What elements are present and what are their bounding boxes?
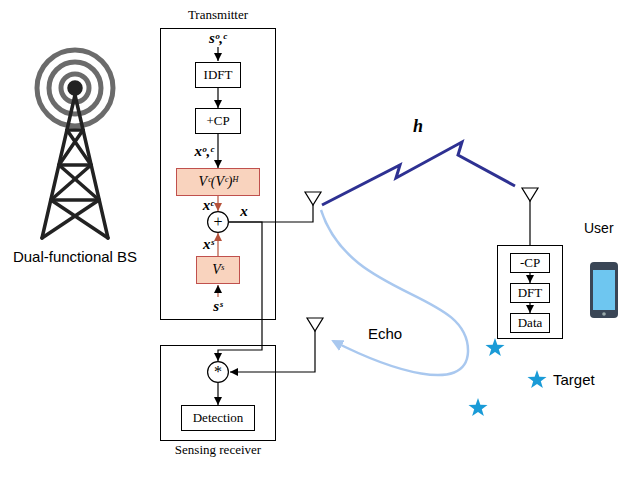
wave-ring <box>37 50 113 126</box>
connector-arrow <box>217 196 218 211</box>
correlator-circle: * <box>207 361 229 383</box>
connector-arrow <box>217 233 218 256</box>
target-star <box>485 338 504 356</box>
antenna-wire <box>529 201 530 245</box>
tower-brace <box>59 165 99 200</box>
signal-label: x <box>240 203 248 219</box>
phone-icon <box>590 262 618 318</box>
tower-brace <box>51 200 108 238</box>
wave-ring <box>49 62 101 114</box>
process-box: -CP <box>510 253 550 273</box>
connector-arrow <box>218 222 262 361</box>
tower-brace <box>59 130 83 165</box>
precoder-box: Vˢ <box>196 256 240 284</box>
connector-arrow <box>217 383 218 405</box>
antenna-symbol <box>305 192 321 205</box>
signal-label: sᵒ,ᶜ <box>209 30 227 46</box>
target-stars <box>468 338 546 416</box>
tower-symbol <box>42 82 108 238</box>
box-label: * <box>214 364 222 380</box>
connector-arrow <box>217 88 218 108</box>
process-box: Data <box>510 313 550 333</box>
precoder-box: Vᶜ(Vᶜ)ᴴ <box>176 168 260 196</box>
input-arrow <box>217 47 218 61</box>
tower-top <box>69 82 81 94</box>
target-star <box>527 370 546 388</box>
connector-arrow <box>217 134 218 168</box>
process-box: +CP <box>195 108 241 134</box>
box-label: + <box>213 214 222 230</box>
box-label: Vᶜ(Vᶜ)ᴴ <box>199 174 238 189</box>
circle-outline <box>208 362 229 383</box>
adder-circle: + <box>207 211 229 233</box>
text-label: Target <box>553 372 595 388</box>
antenna-wire <box>230 331 315 372</box>
tower-brace <box>51 165 91 200</box>
signal-label: xˢ <box>203 236 214 252</box>
signal-label: h <box>413 116 423 136</box>
text-label: Echo <box>368 326 402 342</box>
signal-label: sˢ <box>213 298 222 314</box>
process-box: DFT <box>510 283 550 303</box>
block-heading: User <box>584 221 614 236</box>
transmitter-block: TransmitterIDFT+CPVᶜ(Vᶜ)ᴴ+Vˢ <box>160 28 276 320</box>
process-box: IDFT <box>195 62 241 88</box>
box-label: +CP <box>206 114 229 128</box>
box-label: -CP <box>520 256 540 270</box>
block-heading: Sensing receiver <box>161 443 275 457</box>
tower-brace <box>42 200 99 238</box>
tower-brace <box>51 198 99 202</box>
radio-waves <box>37 50 113 126</box>
antenna-symbol <box>307 318 323 331</box>
antenna-symbol <box>522 188 538 201</box>
tower-brace <box>59 163 91 167</box>
user-block: User-CPDFTData <box>497 245 563 339</box>
box-label: Detection <box>193 411 244 425</box>
connector-arrow <box>529 273 530 283</box>
target-star <box>468 398 487 416</box>
phone-button <box>602 312 606 316</box>
phone-screen <box>593 270 615 310</box>
process-box: Detection <box>181 405 255 431</box>
block-heading: Transmitter <box>161 8 275 22</box>
box-label: Vˢ <box>212 262 224 277</box>
box-label: IDFT <box>204 68 233 82</box>
receiver-block: Sensing receiver*Detection <box>160 345 276 441</box>
echo-path <box>321 210 468 375</box>
signal-label: xᶜ <box>203 197 214 213</box>
input-arrow <box>217 285 218 297</box>
circle-outline <box>208 212 229 233</box>
signal-label: xᵒ,ᶜ <box>195 143 214 159</box>
box-label: DFT <box>518 286 543 300</box>
connector-arrow <box>529 303 530 313</box>
channel-bolt <box>322 142 515 205</box>
text-label: Dual-functional BS <box>13 248 138 266</box>
box-label: Data <box>518 316 543 330</box>
